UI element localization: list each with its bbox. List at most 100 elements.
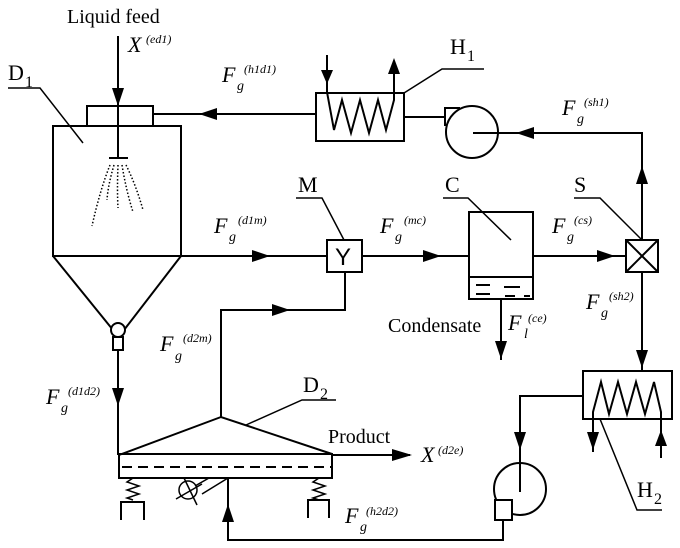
cone-left [52,255,114,331]
rotary-valve-icon [110,322,126,338]
mixer-m-leader [296,197,345,241]
svg-text:(sh2): (sh2) [609,289,634,303]
liquid-feed-label: Liquid feed [67,6,160,28]
mixer-symbol: Y [335,244,351,271]
dryer-d1-inlet-box [86,105,154,127]
stream-label-sh1: F g (sh1) [561,95,609,127]
dryer-d2-hood [118,415,333,456]
feed-arrow [112,88,124,106]
spray-line [125,164,144,211]
heater-h1-label: H 1 [450,34,475,65]
svg-text:g: g [61,401,68,416]
svg-text:F: F [159,331,174,356]
svg-text:F: F [561,95,576,120]
heater-h2-in-arrow [655,430,667,446]
condenser-c-leader [443,197,512,241]
dryer-d1-leader [8,87,84,144]
svg-text:g: g [360,520,367,535]
condensate-label: Condensate [388,315,481,337]
svg-text:1: 1 [467,48,475,65]
mixer-m: Y [326,239,363,273]
svg-text:2: 2 [320,386,328,403]
stream-d1m-arrow [252,250,270,262]
support-right [307,499,330,518]
svg-text:F: F [551,213,566,238]
stream-label-mc: F g (mc) [379,213,426,245]
svg-text:1: 1 [25,74,33,91]
svg-text:g: g [567,230,574,245]
spray-line [91,164,111,227]
stream-label-d1d2: F g (d1d2) [45,384,100,416]
svg-text:F: F [585,289,600,314]
vibrator-motor-icon [175,477,231,506]
splitter-cross [625,239,659,273]
stream-label-h1d1: F g (h1d1) [221,62,276,94]
fan-2-outlet [494,499,513,521]
valve-outlet [112,336,124,351]
fan-2 [493,440,547,521]
heater-h2-label: H 2 [637,477,662,508]
dryer-d2-leader [245,399,336,426]
stream-label-ce: F l (ce) [507,310,547,342]
svg-text:g: g [175,349,182,364]
svg-text:(h2d2): (h2d2) [366,504,398,518]
svg-text:2: 2 [654,491,662,508]
stream-label-x-ed1: X (ed1) [127,32,171,57]
stream-label-cs: F g (cs) [551,213,592,245]
heater-h1-out-arrow [388,58,400,74]
support-left [120,501,145,520]
svg-text:D: D [303,372,319,397]
stream-label-d2m: F g (d2m) [159,331,212,364]
stream-mc-arrow [423,250,441,262]
svg-text:g: g [237,79,244,94]
stream-sh2-arrow [636,350,648,368]
stream-d1d2-arrow [112,388,124,406]
svg-text:(ed1): (ed1) [146,32,171,46]
heater-h1-in-arrow [321,70,333,84]
svg-text:(d1d2): (d1d2) [68,384,100,398]
spring-icon [124,477,142,501]
splitter-s [625,239,659,273]
splitter-s-leader [574,197,643,241]
spray-line [121,164,134,213]
condenser-c-label: C [445,172,460,197]
svg-text:(sh1): (sh1) [584,95,609,109]
spray-line [106,164,115,201]
stream-sh1-up-arrow [636,166,648,184]
dryer-d1 [52,105,182,351]
dryer-d2-label: D 2 [303,372,328,403]
dryer-d1-label: D 1 [8,60,33,91]
svg-text:g: g [395,230,402,245]
mixer-m-label: M [298,172,318,197]
svg-text:g: g [229,230,236,245]
svg-text:X: X [420,442,436,467]
svg-text:g: g [601,306,608,321]
heater-h1-leader [403,68,484,94]
svg-text:F: F [213,213,228,238]
cone-right [123,255,182,331]
heater-h1 [315,55,405,142]
svg-text:F: F [507,310,522,335]
heater-h2-leader [599,418,662,511]
svg-text:(mc): (mc) [404,213,426,227]
stream-label-h2d2: F g (h2d2) [344,503,398,535]
stream-cs-arrow [597,250,615,262]
stream-h2d2-arrow [222,504,234,522]
stream-h1d1-arrow [199,108,217,120]
svg-text:F: F [221,62,236,87]
svg-text:l: l [524,327,528,342]
svg-text:F: F [45,384,60,409]
condenser-c [468,211,534,300]
heater-h1-coil [326,55,395,137]
svg-text:(ce): (ce) [528,311,547,325]
svg-text:(d2m): (d2m) [183,331,212,345]
heater-h2-out-arrow [587,432,599,450]
dryer-d2 [118,415,333,520]
stream-ce-arrow [495,341,507,359]
splitter-s-label: S [574,172,586,197]
svg-text:H: H [450,34,466,59]
svg-text:F: F [344,503,359,528]
stream-label-d1m: F g (d1m) [213,213,267,245]
spring-icon [310,477,328,501]
